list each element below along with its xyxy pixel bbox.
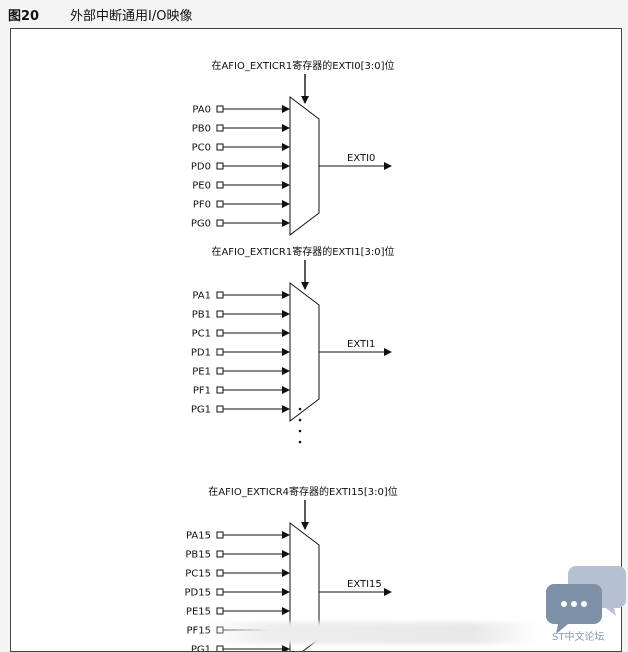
- input-pin: [216, 219, 224, 227]
- input-label: PA15: [186, 531, 211, 542]
- input-pin: [216, 550, 224, 558]
- input-label: PB15: [185, 550, 211, 561]
- input-pin: [216, 124, 224, 132]
- watermark-text: ST中文论坛: [552, 632, 605, 643]
- input-label: PD15: [185, 588, 211, 599]
- input-pin: [216, 645, 224, 651]
- output-label: EXTI1: [347, 339, 375, 350]
- input-label: PF1: [193, 386, 211, 397]
- input-pin: [216, 348, 224, 356]
- input-label: PD0: [191, 162, 211, 173]
- mux-block: 在AFIO_EXTICR1寄存器的EXTI1[3:0]位 PA1PB1PC1PD1…: [191, 245, 395, 423]
- input-pin: [216, 329, 224, 337]
- output-label: EXTI0: [347, 153, 375, 164]
- input-label: PB0: [192, 124, 211, 135]
- input-label: PF15: [186, 626, 211, 637]
- input-label: PF0: [193, 200, 211, 211]
- input-pin: [216, 200, 224, 208]
- continuation-dot: [298, 407, 302, 411]
- input-pin: [216, 569, 224, 577]
- multiplexer: [289, 95, 320, 237]
- continuation-dot: [298, 418, 302, 422]
- input-pin: [216, 386, 224, 394]
- control-label: 在AFIO_EXTICR1寄存器的EXTI1[3:0]位: [211, 245, 394, 258]
- input-label: PG1: [191, 405, 211, 416]
- input-label: PC15: [185, 569, 211, 580]
- input-label: PC1: [192, 329, 211, 340]
- exti-mapping-diagram: 在AFIO_EXTICR1寄存器的EXTI0[3:0]位 PA0PB0PC0PD0…: [185, 59, 398, 651]
- input-label: PB1: [192, 310, 211, 321]
- input-pin: [216, 162, 224, 170]
- control-label: 在AFIO_EXTICR1寄存器的EXTI0[3:0]位: [211, 59, 394, 72]
- multiplexer: [289, 281, 320, 423]
- input-pin: [216, 588, 224, 596]
- input-pin: [216, 607, 224, 615]
- control-label: 在AFIO_EXTICR4寄存器的EXTI15[3:0]位: [208, 485, 397, 498]
- figure-number: 图20: [8, 9, 40, 24]
- continuation-dots: [298, 407, 302, 444]
- continuation-dot: [298, 429, 302, 433]
- input-pin: [216, 105, 224, 113]
- output-label: EXTI15: [347, 579, 382, 590]
- figure-header: 图20 外部中断通用I/O映像: [0, 0, 628, 24]
- input-label: PE1: [192, 367, 211, 378]
- input-pin: [216, 367, 224, 375]
- figure-title: 外部中断通用I/O映像: [70, 9, 193, 24]
- blurred-overlay: [200, 622, 540, 644]
- input-label: PC0: [192, 143, 211, 154]
- chat-bubble-icon: [546, 566, 626, 634]
- input-label: PG0: [191, 219, 211, 230]
- input-pin: [216, 310, 224, 318]
- input-pin: [216, 531, 224, 539]
- input-label: PD1: [191, 348, 211, 359]
- input-pin: [216, 181, 224, 189]
- input-label: PA0: [192, 105, 211, 116]
- input-label: PE15: [186, 607, 211, 618]
- mux-block: 在AFIO_EXTICR1寄存器的EXTI0[3:0]位 PA0PB0PC0PD0…: [191, 59, 395, 237]
- input-label: PA1: [192, 291, 211, 302]
- input-pin: [216, 143, 224, 151]
- input-pin: [216, 291, 224, 299]
- continuation-dot: [298, 440, 302, 444]
- input-label: PE0: [192, 181, 211, 192]
- input-pin: [216, 405, 224, 413]
